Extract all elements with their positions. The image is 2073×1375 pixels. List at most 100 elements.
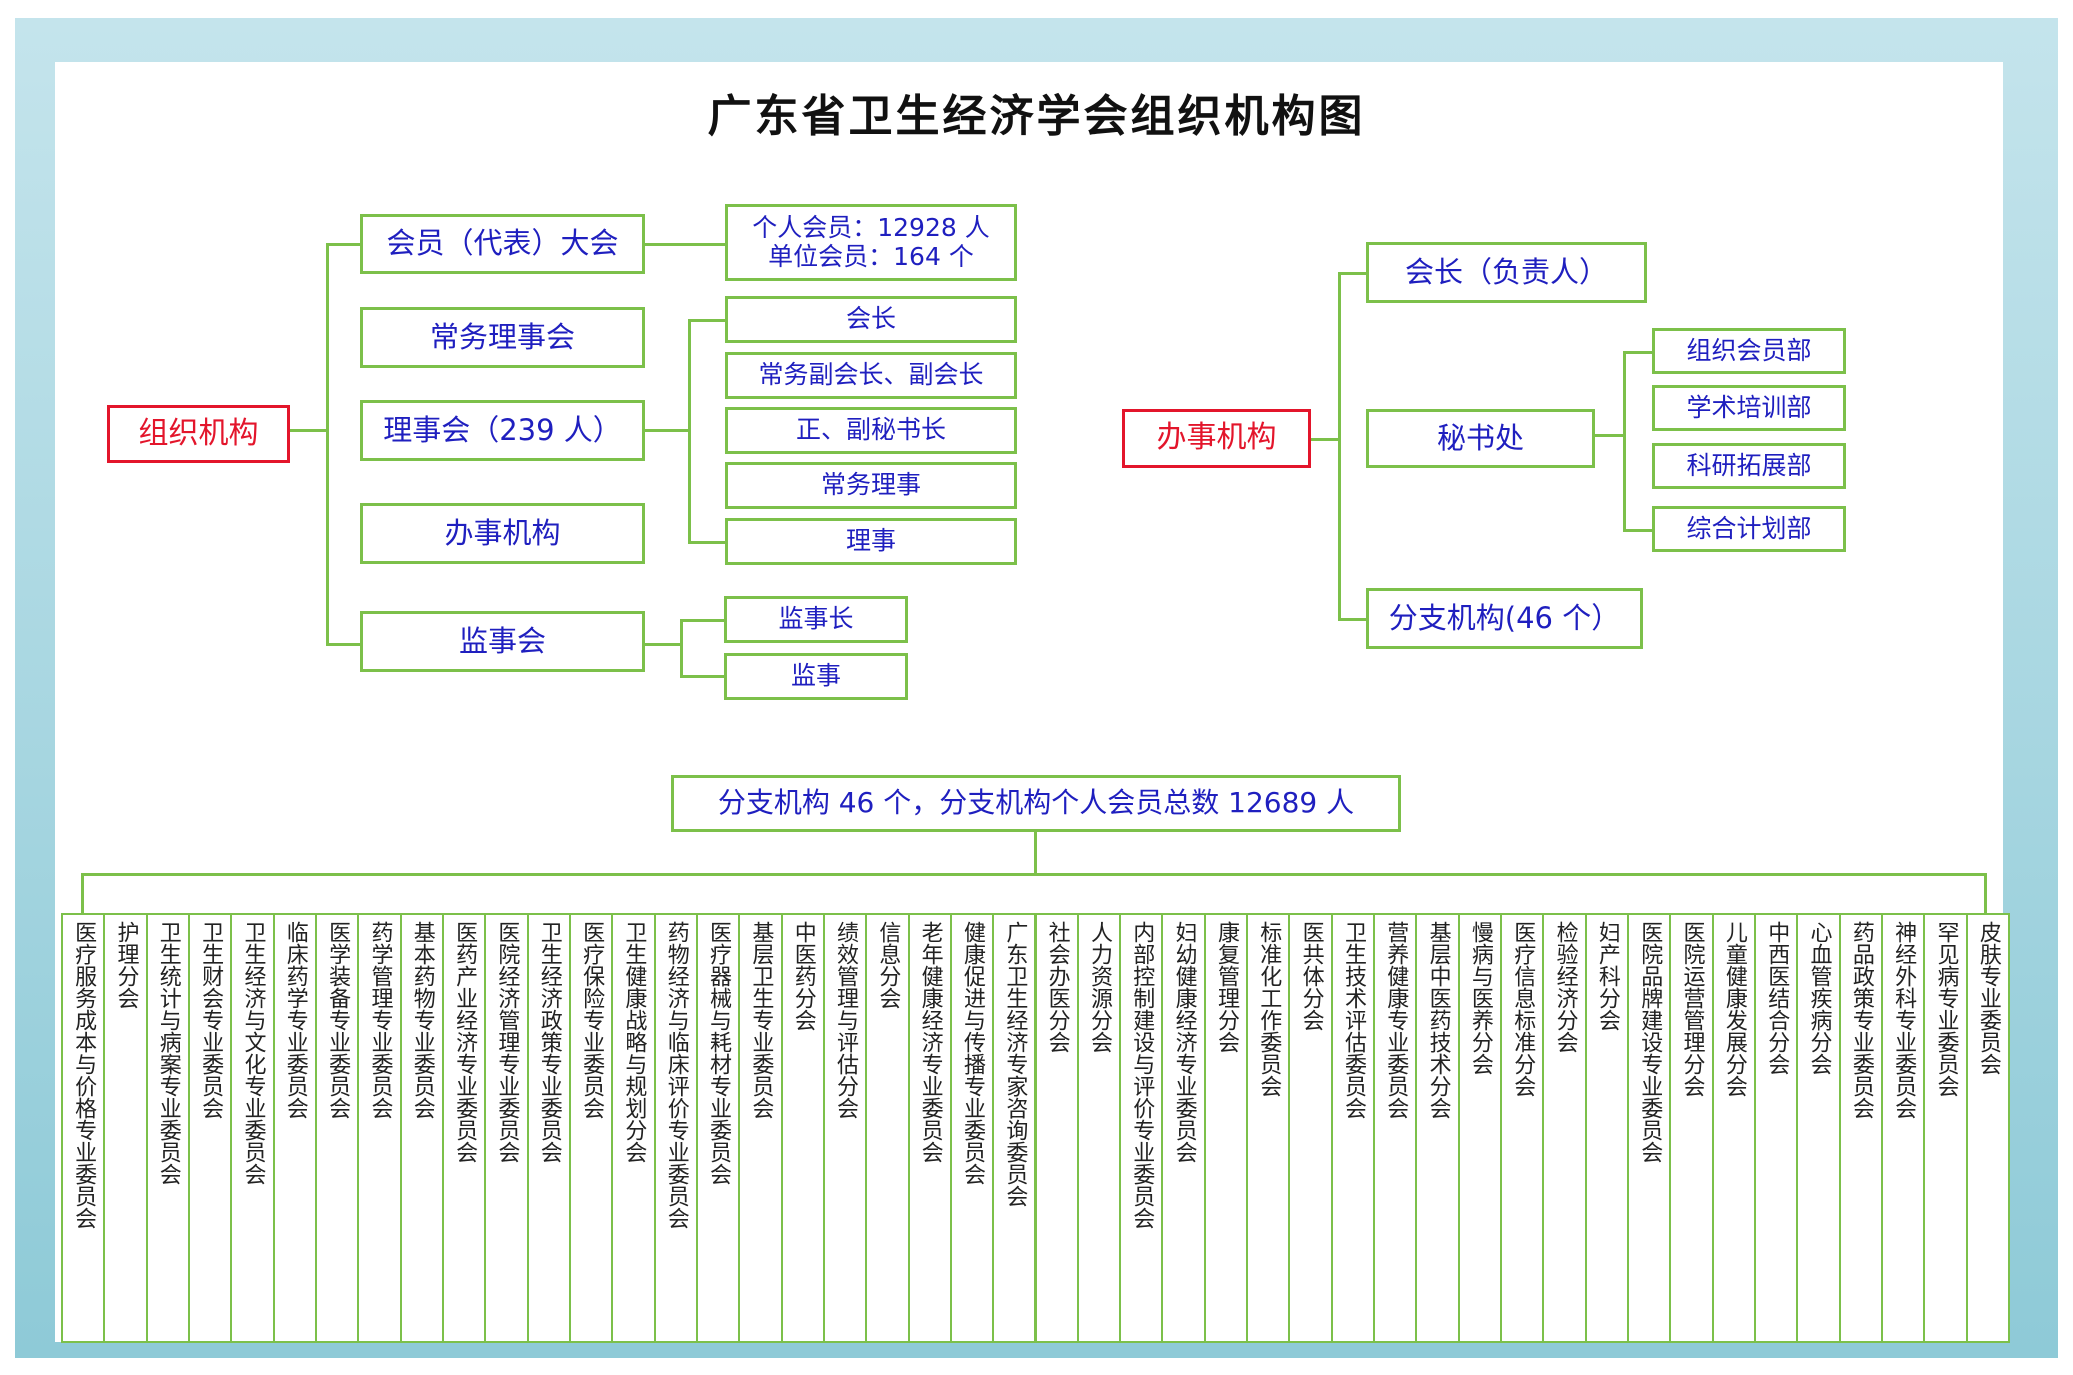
branch-item: 老年健康经济专业委员会 [907, 913, 952, 1343]
branch-label: 罕见病专业委员会 [1933, 921, 1959, 1097]
branch-label: 基层中医药技术分会 [1425, 921, 1451, 1119]
branch-summary-box: 分支机构 46 个，分支机构个人会员总数 12689 人 [671, 775, 1401, 832]
connector [1338, 272, 1341, 620]
council-role-secretary-general: 正、副秘书长 [725, 407, 1017, 454]
branches-box: 分支机构(46 个） [1366, 588, 1643, 649]
branch-label: 基本药物专业委员会 [409, 921, 435, 1119]
branch-label: 人力资源分会 [1086, 921, 1112, 1053]
branch-label: 健康促进与传播专业委员会 [960, 921, 985, 1185]
connector [680, 675, 725, 678]
connector [688, 319, 726, 322]
connector [1034, 831, 1037, 874]
branch-label: 医院运营管理分会 [1679, 921, 1705, 1097]
branch-item: 康复管理分会 [1203, 913, 1249, 1343]
council-role-vice-president: 常务副会长、副会长 [725, 352, 1017, 399]
unit-member-count: 单位会员：164 个 [768, 241, 974, 271]
branch-item: 医疗保险专业委员会 [568, 913, 614, 1343]
connector [643, 243, 727, 246]
president-box: 会长（负责人） [1366, 242, 1647, 303]
branch-item: 健康促进与传播专业委员会 [949, 913, 995, 1343]
branch-label: 医学装备专业委员会 [325, 921, 351, 1119]
branch-item: 社会办医分会 [1034, 913, 1079, 1343]
branch-item: 中医药分会 [780, 913, 825, 1343]
branch-label: 卫生经济与文化专业委员会 [240, 921, 266, 1185]
branch-label: 医药产业经济专业委员会 [452, 921, 478, 1163]
dept-academic-training: 学术培训部 [1652, 385, 1846, 431]
org-structure-root: 组织机构 [107, 405, 290, 463]
council-box: 理事会（239 人） [360, 400, 645, 461]
connector [326, 643, 361, 646]
branch-item: 妇产科分会 [1584, 913, 1630, 1343]
branch-item: 医学装备专业委员会 [314, 913, 360, 1343]
branch-item: 卫生技术评估委员会 [1330, 913, 1376, 1343]
branch-item: 儿童健康发展分会 [1711, 913, 1757, 1343]
branch-label: 信息分会 [875, 921, 901, 1009]
member-count-box: 个人会员：12928 人 单位会员：164 个 [725, 204, 1017, 281]
secretariat-box: 秘书处 [1366, 409, 1595, 468]
branch-label: 老年健康经济专业委员会 [917, 921, 943, 1163]
branch-label: 药物经济与临床评价专业委员会 [663, 921, 689, 1229]
connector [688, 541, 726, 544]
branch-label: 皮肤专业委员会 [1975, 921, 2001, 1075]
branch-item: 医疗服务成本与价格专业委员会 [61, 913, 106, 1343]
connector [326, 243, 329, 643]
branch-item: 医院经济管理专业委员会 [484, 913, 529, 1343]
branch-item: 妇幼健康经济专业委员会 [1161, 913, 1206, 1343]
branch-label: 卫生健康战略与规划分会 [621, 921, 647, 1163]
branch-label: 卫生经济政策专业委员会 [536, 921, 562, 1163]
dept-research-expansion: 科研拓展部 [1652, 443, 1846, 489]
branch-item: 心血管疾病分会 [1796, 913, 1841, 1343]
branch-label: 标准化工作委员会 [1256, 921, 1282, 1097]
branch-item: 临床药学专业委员会 [272, 913, 317, 1343]
branch-item: 医院运营管理分会 [1669, 913, 1714, 1343]
connector [1338, 618, 1370, 621]
branch-item: 医共体分会 [1288, 913, 1333, 1343]
branch-label: 检验经济分会 [1552, 921, 1578, 1053]
connector [1984, 873, 1987, 915]
connector [1623, 351, 1626, 531]
branch-label: 神经外科专业委员会 [1891, 921, 1917, 1119]
branch-item: 神经外科专业委员会 [1881, 913, 1926, 1343]
branch-label: 医共体分会 [1298, 921, 1324, 1031]
council-role-director: 理事 [725, 518, 1017, 565]
branch-label: 心血管疾病分会 [1806, 921, 1832, 1075]
council-role-president: 会长 [725, 296, 1017, 343]
branch-label: 内部控制建设与评价专业委员会 [1129, 921, 1155, 1229]
branch-label: 医疗保险专业委员会 [579, 921, 605, 1119]
branch-bus-line [81, 873, 1985, 876]
branch-item: 基层卫生专业委员会 [738, 913, 783, 1343]
connector [688, 319, 691, 542]
connector [680, 619, 683, 677]
connector [326, 243, 361, 246]
branch-label: 药品政策专业委员会 [1848, 921, 1874, 1119]
branch-item: 标准化工作委员会 [1246, 913, 1291, 1343]
chief-supervisor-box: 监事长 [724, 596, 908, 643]
branch-item: 药品政策专业委员会 [1838, 913, 1883, 1343]
branch-label: 医院品牌建设专业委员会 [1637, 921, 1663, 1163]
branch-item: 基层中医药技术分会 [1415, 913, 1460, 1343]
branch-item: 护理分会 [103, 913, 148, 1343]
branch-label: 卫生技术评估委员会 [1340, 921, 1366, 1119]
dept-member-organization: 组织会员部 [1652, 328, 1846, 374]
individual-member-count: 个人会员：12928 人 [752, 212, 990, 242]
office-structure-root: 办事机构 [1122, 409, 1311, 468]
branch-item: 检验经济分会 [1542, 913, 1587, 1343]
branch-item: 药学管理专业委员会 [357, 913, 402, 1343]
branch-label: 医疗器械与耗材专业委员会 [706, 921, 732, 1185]
branch-item: 慢病与医养分会 [1457, 913, 1503, 1343]
branch-item: 基本药物专业委员会 [399, 913, 444, 1343]
connector [1623, 351, 1654, 354]
branch-label: 妇产科分会 [1594, 921, 1620, 1031]
branch-label: 儿童健康发展分会 [1721, 921, 1747, 1097]
branch-item: 卫生统计与病案专业委员会 [145, 913, 190, 1343]
branch-label: 医疗信息标准分会 [1510, 921, 1536, 1097]
branch-label: 中西医结合分会 [1764, 921, 1790, 1075]
branch-item: 广东卫生经济专家咨询委员会 [992, 913, 1037, 1343]
branch-item: 卫生经济与文化专业委员会 [230, 913, 275, 1343]
page-title: 广东省卫生经济学会组织机构图 [707, 91, 1366, 142]
connector [289, 429, 327, 432]
branch-label: 营养健康专业委员会 [1383, 921, 1409, 1119]
member-congress-box: 会员（代表）大会 [360, 214, 645, 274]
branch-item: 医疗器械与耗材专业委员会 [695, 913, 741, 1343]
supervisory-board-box: 监事会 [360, 611, 645, 672]
